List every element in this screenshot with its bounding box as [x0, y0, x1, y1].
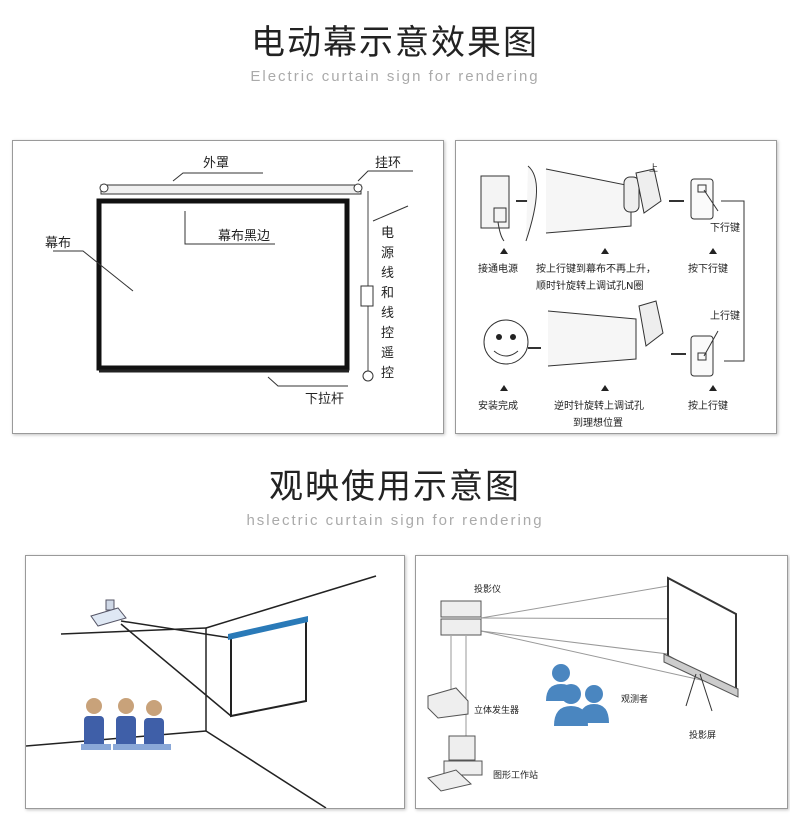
- up-mark: 上: [649, 163, 658, 174]
- step-4: 按上行键: [688, 399, 728, 412]
- room-usage-illustration: [25, 555, 405, 809]
- step-3: 按下行键: [688, 262, 728, 275]
- step-6: 安装完成: [478, 399, 518, 412]
- svg-text:电: 电: [381, 226, 394, 241]
- label-cover: 外罩: [203, 156, 229, 171]
- smiley-face-icon: [483, 319, 529, 365]
- section2-subtitle: hslectric curtain sign for rendering: [246, 512, 544, 529]
- stereo-generator-icon: [427, 687, 469, 719]
- down-key-label: 下行键: [710, 221, 740, 234]
- step-2-line1: 按上行键到幕布不再上升，: [536, 262, 656, 275]
- up-key-label: 上行键: [710, 309, 740, 322]
- svg-text:遥: 遥: [381, 346, 394, 361]
- roller-motor-icon: [525, 165, 632, 242]
- viewers-icon: [546, 664, 609, 726]
- tripod-screen-icon: [663, 576, 739, 712]
- installation-steps-diagram: 上 下行键 上行键 接通电源 按上行键到幕布不再上升， 顺时针旋转上调试孔N圈 …: [455, 140, 777, 434]
- screen-fabric: [96, 198, 350, 371]
- svg-text:线: 线: [381, 266, 394, 281]
- step-5-line2: 到理想位置: [573, 416, 623, 429]
- svg-text:源: 源: [381, 246, 394, 261]
- projection-system-diagram: 投影仪 立体发生器 观测者 投影屏 图形工作站: [415, 555, 788, 809]
- screen-structure-diagram: 外罩 挂环 幕布黑边 幕布 电 源 线 和 线 控 遥 控 下拉杆: [12, 140, 444, 434]
- label-workstation: 图形工作站: [493, 769, 538, 781]
- step-2-line2: 顺时针旋转上调试孔N圈: [536, 279, 643, 292]
- power-socket-icon: [480, 175, 510, 229]
- workstation-icon: [427, 735, 483, 792]
- section1-title: 电动幕示意效果图: [251, 23, 539, 63]
- label-projector: 投影仪: [474, 583, 501, 595]
- control-key-box-icon: [690, 178, 714, 220]
- section2-title: 观映使用示意图: [269, 467, 521, 507]
- label-pull-bar: 下拉杆: [305, 392, 344, 407]
- projection-screen: [228, 616, 308, 718]
- label-stereo-generator: 立体发生器: [474, 704, 519, 716]
- svg-text:控: 控: [381, 366, 394, 381]
- svg-text:和: 和: [381, 286, 394, 301]
- label-projection-screen: 投影屏: [689, 729, 716, 741]
- svg-text:线: 线: [381, 306, 394, 321]
- svg-text:控: 控: [381, 326, 394, 341]
- section1-subtitle: Electric curtain sign for rendering: [250, 68, 540, 85]
- label-viewers: 观测者: [621, 694, 648, 705]
- label-power-cable: 电 源 线 和 线 控 遥 控: [381, 226, 394, 381]
- step-1: 接通电源: [478, 262, 518, 275]
- label-screen: 幕布: [45, 236, 71, 251]
- step-5-line1: 逆时针旋转上调试孔: [554, 399, 644, 412]
- roller-housing: [99, 183, 363, 195]
- label-hanging-ring: 挂环: [375, 156, 401, 171]
- ceiling-projector-icon: [90, 599, 127, 627]
- projector-icon: [440, 600, 482, 636]
- label-black-border: 幕布黑边: [218, 229, 270, 244]
- audience-icon: [81, 698, 171, 750]
